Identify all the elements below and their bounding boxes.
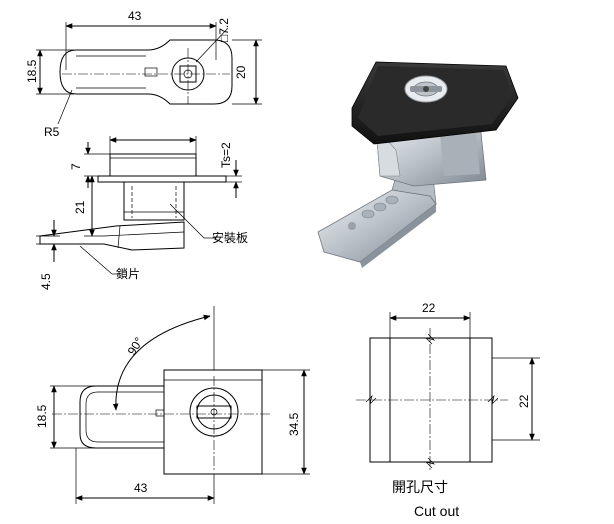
dim-cutout-height: 22 bbox=[517, 394, 531, 408]
dim-top-height-right: 20 bbox=[234, 65, 248, 79]
dim-side-height: 21 bbox=[73, 200, 87, 214]
dim-front-height-right: 34.5 bbox=[287, 412, 301, 436]
label-cutout-en: Cut out bbox=[414, 503, 459, 519]
dim-front-width: 43 bbox=[134, 481, 148, 495]
front-view: 90° 18.5 34.5 43 bbox=[35, 306, 310, 504]
dim-square-key: □7.2 bbox=[217, 18, 231, 42]
side-view: 7 21 Ts=2 4.5 安裝板 鎖片 bbox=[36, 136, 248, 290]
dim-top-height-left: 18.5 bbox=[25, 59, 39, 83]
cutout-view: 22 22 開孔尺寸 Cut out bbox=[356, 301, 540, 519]
dim-radius: R5 bbox=[44, 125, 60, 139]
dim-top-width: 43 bbox=[128, 9, 142, 23]
product-photo bbox=[317, 61, 519, 268]
dim-side-top: 7 bbox=[69, 163, 83, 170]
label-tongue: 鎖片 bbox=[116, 266, 140, 281]
dim-rotation: 90° bbox=[125, 335, 147, 358]
dim-thickness: Ts=2 bbox=[219, 142, 233, 168]
label-cutout-cn: 開孔尺寸 bbox=[392, 480, 448, 496]
label-panel: 安裝板 bbox=[212, 230, 248, 245]
dim-front-height-left: 18.5 bbox=[35, 404, 49, 428]
top-view: 43 18.5 20 □7.2 R5 bbox=[25, 9, 262, 139]
dim-cutout-width: 22 bbox=[422, 301, 436, 315]
dim-tongue: 4.5 bbox=[39, 273, 53, 290]
